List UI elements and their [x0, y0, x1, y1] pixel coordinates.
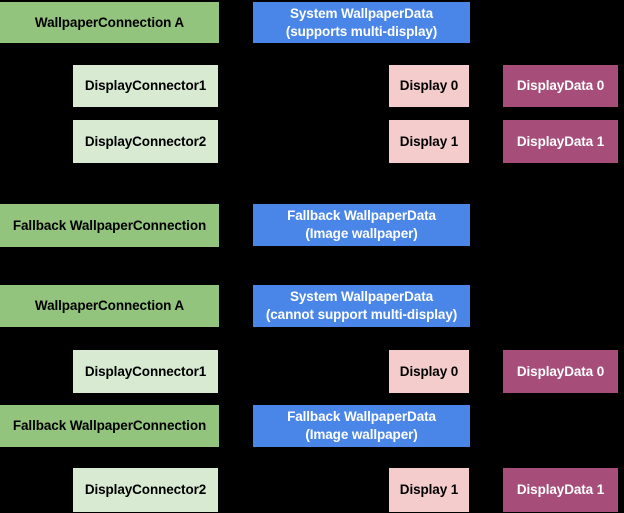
node-label-line: DisplayData 1 — [516, 482, 605, 497]
node-label-line: DisplayConnector1 — [84, 363, 207, 379]
fallback-wallpaper-connection-box-2: Fallback WallpaperConnection — [0, 405, 219, 447]
node-label-line: DisplayData 0 — [516, 78, 605, 93]
display-data-1-box-2: DisplayData 1 — [503, 468, 618, 512]
display-data-0-box-1: DisplayData 0 — [503, 65, 618, 107]
node-label-line: Display 0 — [399, 363, 459, 379]
node-label-line: System WallpaperData — [289, 289, 434, 304]
display-connector2-box-1: DisplayConnector2 — [73, 120, 218, 163]
wallpaper-connection-a-box-1: WallpaperConnection A — [0, 2, 219, 43]
display-connector1-box-2: DisplayConnector1 — [73, 350, 218, 393]
display-1-box-1: Display 1 — [389, 120, 469, 163]
node-label-line: Fallback WallpaperConnection — [12, 418, 207, 433]
node-label-line: WallpaperConnection A — [34, 14, 185, 30]
system-wallpaperdata-single-box: System WallpaperData (cannot support mult… — [253, 285, 470, 327]
display-connector2-box-2: DisplayConnector2 — [73, 468, 218, 512]
node-label-line: Display 0 — [399, 78, 459, 93]
node-label-line: DisplayData 0 — [516, 363, 605, 379]
node-label-line: (Image wallpaper) — [305, 226, 418, 241]
node-label-line: Fallback WallpaperData — [287, 409, 436, 424]
display-1-box-2: Display 1 — [389, 468, 469, 512]
wallpaper-connection-a-box-2: WallpaperConnection A — [0, 285, 219, 327]
display-0-box-1: Display 0 — [389, 65, 469, 107]
display-data-0-box-2: DisplayData 0 — [503, 350, 618, 393]
node-label-line: Display 1 — [399, 482, 459, 497]
node-label-line: WallpaperConnection A — [34, 298, 185, 313]
display-connector1-box-1: DisplayConnector1 — [73, 65, 218, 107]
fallback-wallpaperdata-box-1: Fallback WallpaperData (Image wallpaper) — [253, 204, 470, 246]
node-label-line: (supports multi-display) — [285, 23, 438, 39]
display-0-box-2: Display 0 — [389, 350, 469, 393]
node-label-line: Fallback WallpaperConnection — [12, 217, 207, 233]
display-data-1-box-1: DisplayData 1 — [503, 120, 618, 163]
fallback-wallpaper-connection-box-1: Fallback WallpaperConnection — [0, 204, 219, 247]
node-label-line: Display 1 — [399, 133, 459, 149]
node-label-line: (cannot support multi-display) — [265, 307, 458, 322]
node-label-line: DisplayData 1 — [516, 133, 605, 149]
node-label-line: DisplayConnector1 — [84, 78, 207, 93]
node-label-line: Fallback WallpaperData — [287, 208, 436, 223]
node-label-line: System WallpaperData — [289, 5, 434, 21]
system-wallpaperdata-multi-box: System WallpaperData (supports multi-disp… — [253, 2, 470, 43]
node-label-line: (Image wallpaper) — [305, 427, 418, 442]
fallback-wallpaperdata-box-2: Fallback WallpaperData (Image wallpaper) — [253, 405, 470, 447]
node-label-line: DisplayConnector2 — [84, 133, 207, 149]
node-label-line: DisplayConnector2 — [84, 482, 207, 497]
